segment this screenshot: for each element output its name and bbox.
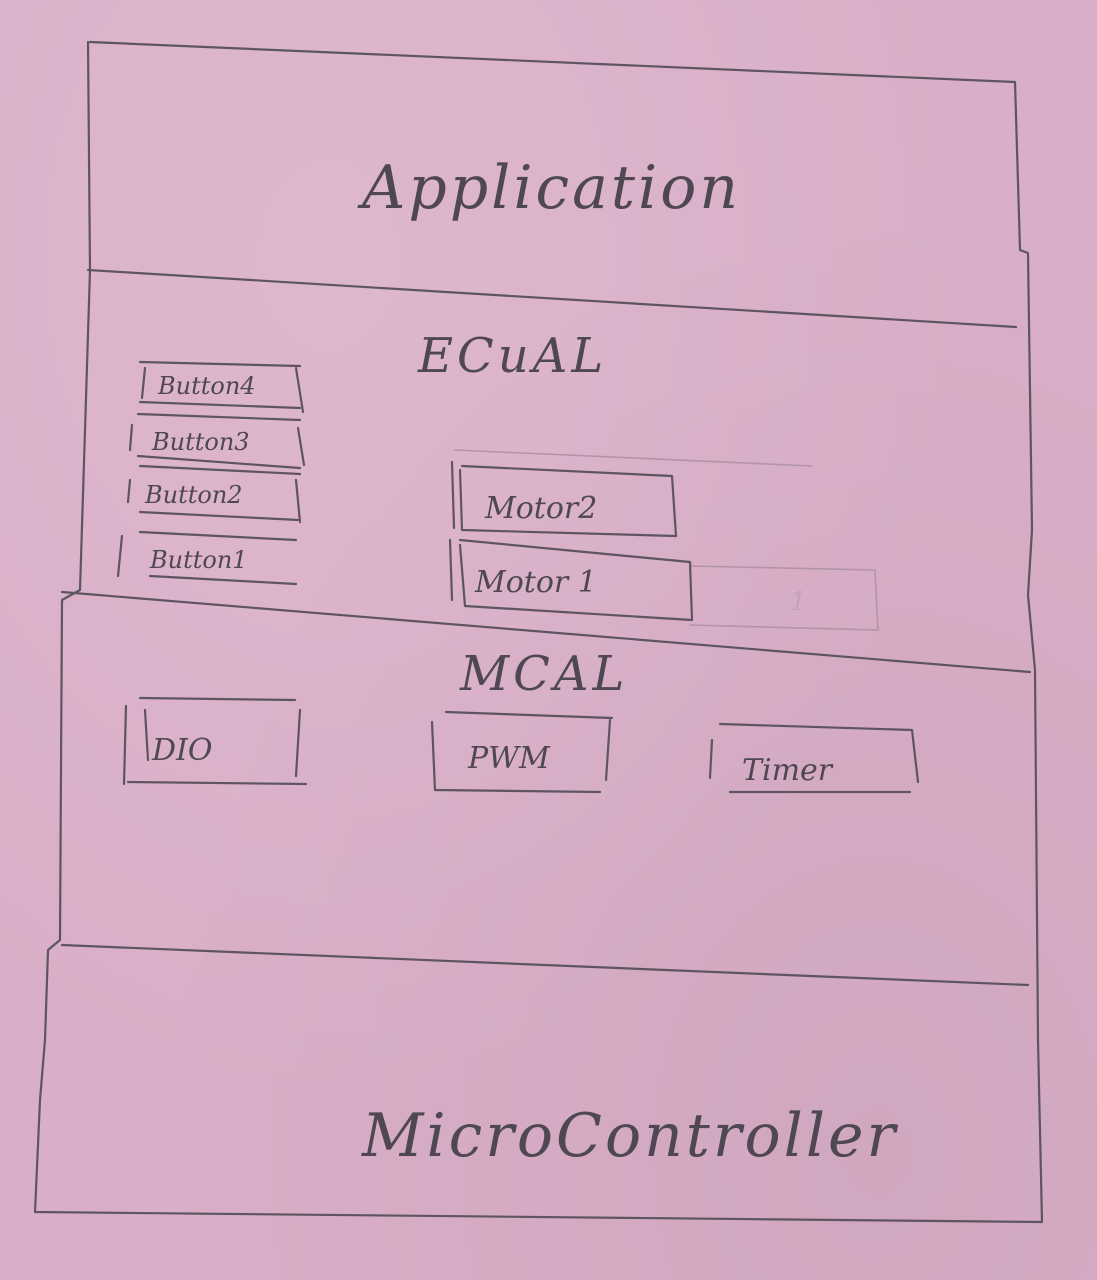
- outer-frame: [33, 40, 1044, 1224]
- button4-box: Button4: [138, 360, 305, 414]
- divider-ecual-mcal: [60, 590, 1032, 674]
- faint-line: [454, 449, 813, 467]
- divider-application-ecual: [86, 268, 1018, 329]
- button4-label: Button4: [157, 372, 256, 400]
- button3-label: Button3: [151, 428, 250, 456]
- timer-box: Timer: [708, 722, 920, 794]
- dio-label: DIO: [151, 733, 213, 768]
- motor2-label: Motor2: [484, 491, 597, 526]
- faint-mark: 1: [790, 587, 807, 617]
- button1-box: Button1: [116, 530, 298, 586]
- motor1-box: Motor 1: [448, 538, 694, 622]
- timer-label: Timer: [742, 753, 834, 788]
- microcontroller-layer-label: MicroController: [361, 1101, 899, 1171]
- faint-box: [689, 565, 879, 631]
- mcal-layer-label: MCAL: [459, 646, 628, 702]
- divider-mcal-microcontroller: [60, 943, 1030, 987]
- ecual-layer-label: ECuAL: [417, 328, 607, 384]
- dio-box: DIO: [122, 696, 308, 786]
- button2-label: Button2: [144, 481, 243, 509]
- button3-box: Button3: [128, 412, 306, 470]
- application-layer-label: Application: [357, 153, 741, 223]
- motor1-label: Motor 1: [474, 565, 597, 600]
- pwm-box: PWM: [430, 710, 614, 794]
- button2-box: Button2: [126, 464, 302, 524]
- pwm-label: PWM: [467, 741, 551, 776]
- motor2-box: Motor2: [450, 460, 678, 538]
- button1-label: Button1: [149, 546, 248, 574]
